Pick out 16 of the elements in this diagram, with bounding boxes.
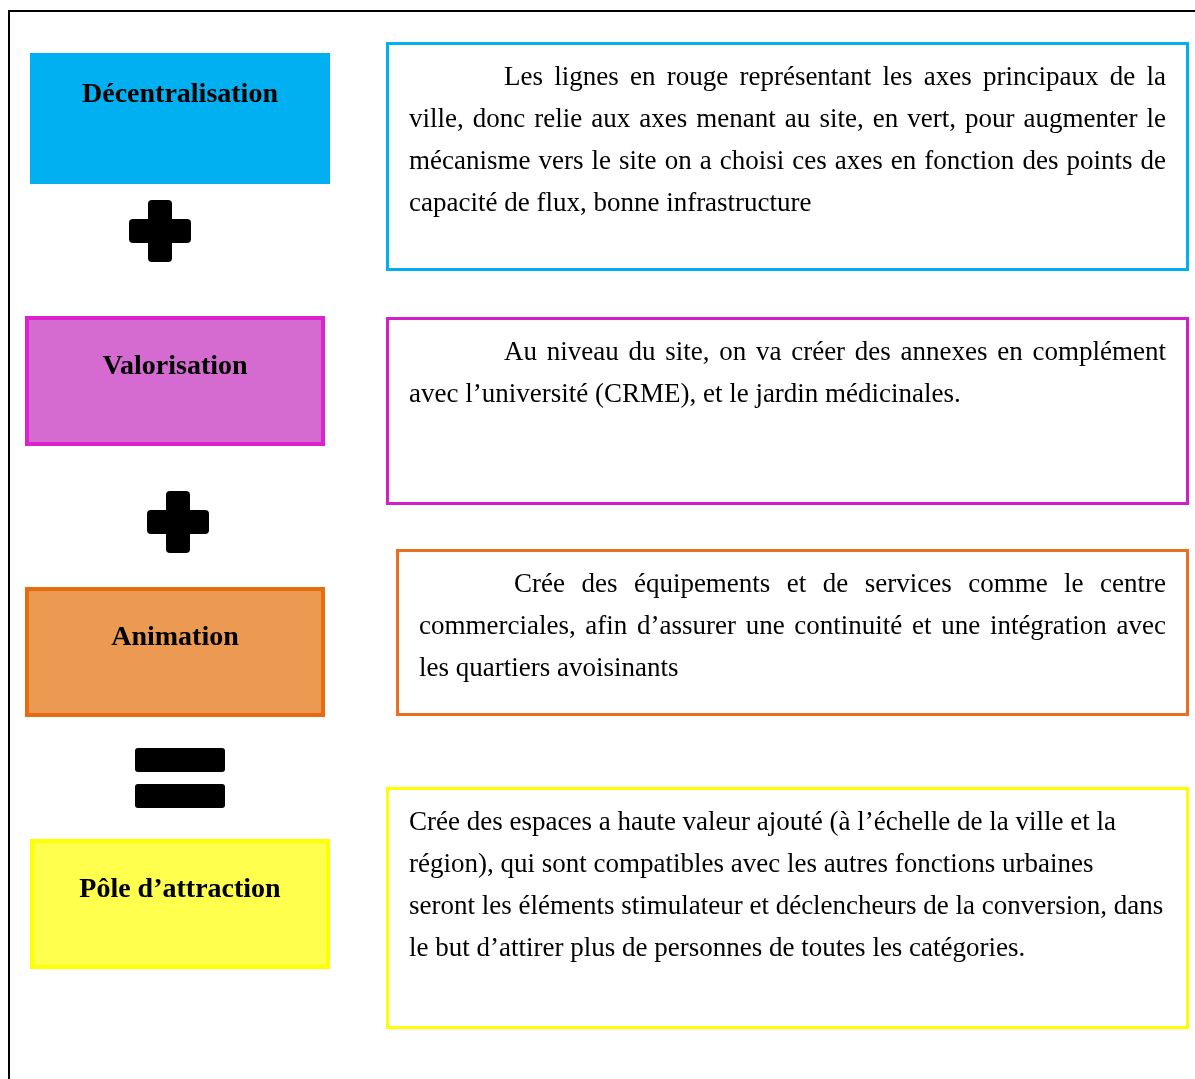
description-text: Au niveau du site, on va créer des annexes en complément avec l’université (CRME), et le jardin médicinales.: [409, 335, 1166, 410]
description-text: Crée des équipements et de services comme le centre commerciales, afin d’assurer une continuité et une intégration avec les quartiers avoisinants: [419, 567, 1166, 684]
concept-box: [25, 316, 325, 446]
description-box: [386, 317, 1189, 505]
description-text: Crée des espaces a haute valeur ajouté (à l’échelle de la ville et la région), qui sont compatibles avec les autres fonctions urbaines seront les éléments stimulateur et déclencheurs de la conversion, dans le but d’attirer plus de personnes de toutes les catégories.: [409, 805, 1165, 964]
concept-box: [30, 53, 330, 184]
concept-box: [30, 839, 330, 969]
description-box: [386, 787, 1189, 1029]
concept-label: Valorisation: [102, 349, 248, 381]
concept-label: Pôle d’attraction: [79, 872, 281, 904]
concept-label: Animation: [111, 620, 239, 652]
description-box: [386, 42, 1189, 271]
description-box: [396, 549, 1189, 716]
concept-box: [25, 587, 325, 717]
concept-label: Décentralisation: [82, 76, 278, 109]
description-text: Les lignes en rouge représentant les axes principaux de la ville, donc relie aux axes menant au site, en vert, pour augmenter le mécanisme vers le site on a choisi ces axes en fonction des points de capacité de flux, bonne infrastructure: [409, 60, 1166, 219]
